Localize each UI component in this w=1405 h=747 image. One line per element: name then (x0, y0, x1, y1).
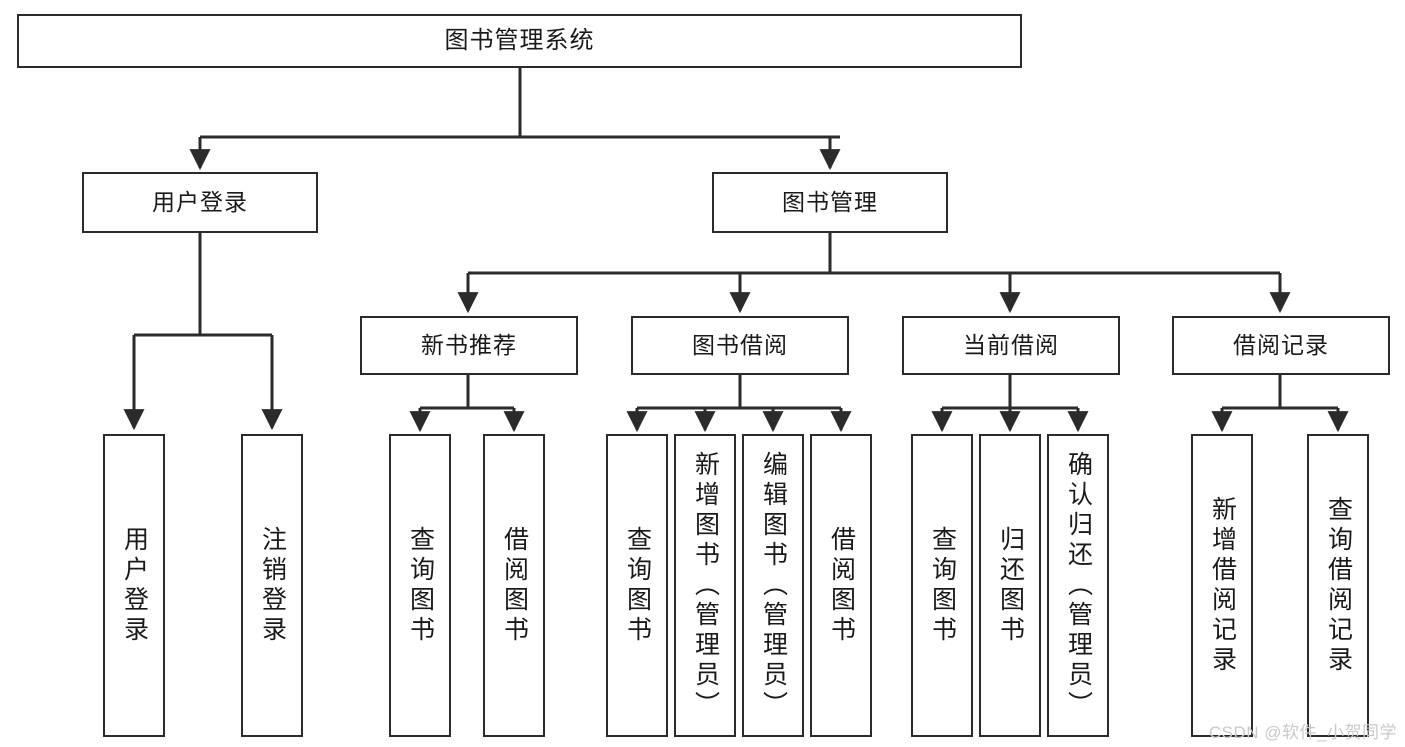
leaf-borrow-borrow-book[interactable]: 借阅图书 (810, 434, 872, 737)
leaf-borrow-query-book[interactable]: 查询图书 (606, 434, 668, 737)
node-label: 用户登录 (152, 189, 248, 216)
node-label: 查询图书 (928, 525, 957, 646)
node-label: 当前借阅 (963, 332, 1059, 359)
leaf-user-login-login[interactable]: 用户登录 (103, 434, 165, 737)
node-label: 借阅图书 (827, 525, 856, 646)
node-label: 查询图书 (406, 525, 435, 646)
node-root-system[interactable]: 图书管理系统 (17, 14, 1022, 68)
leaf-record-query-record[interactable]: 查询借阅记录 (1307, 434, 1369, 737)
node-borrow-record[interactable]: 借阅记录 (1172, 316, 1390, 375)
node-current-borrow[interactable]: 当前借阅 (902, 316, 1120, 375)
node-label: 新增借阅记录 (1208, 495, 1237, 676)
node-label: 图书管理系统 (444, 27, 595, 55)
node-label: 用户登录 (120, 525, 149, 646)
node-label: 注销登录 (258, 525, 287, 646)
node-label: 图书管理 (782, 189, 878, 216)
leaf-current-query-book[interactable]: 查询图书 (911, 434, 973, 737)
node-user-login[interactable]: 用户登录 (82, 172, 318, 233)
leaf-recommend-borrow-book[interactable]: 借阅图书 (483, 434, 545, 737)
node-label: 图书借阅 (692, 332, 788, 359)
leaf-user-login-logout[interactable]: 注销登录 (241, 434, 303, 737)
node-label: 归还图书 (996, 525, 1025, 646)
leaf-recommend-query-book[interactable]: 查询图书 (389, 434, 451, 737)
leaf-current-return-book[interactable]: 归还图书 (979, 434, 1041, 737)
node-label: 新增图书（管理员） (691, 450, 720, 721)
node-label: 借阅记录 (1233, 332, 1329, 359)
node-label: 查询图书 (623, 525, 652, 646)
node-new-book-recommend[interactable]: 新书推荐 (360, 316, 578, 375)
node-label: 新书推荐 (421, 332, 517, 359)
leaf-borrow-add-book-admin[interactable]: 新增图书（管理员） (674, 434, 736, 737)
node-label: 借阅图书 (500, 525, 529, 646)
node-label: 查询借阅记录 (1324, 495, 1353, 676)
node-label: 编辑图书（管理员） (759, 450, 788, 721)
leaf-current-confirm-return-admin[interactable]: 确认归还（管理员） (1047, 434, 1109, 737)
node-label: 确认归还（管理员） (1064, 450, 1093, 721)
leaf-borrow-edit-book-admin[interactable]: 编辑图书（管理员） (742, 434, 804, 737)
node-book-borrow[interactable]: 图书借阅 (631, 316, 849, 375)
node-book-management[interactable]: 图书管理 (712, 172, 948, 233)
leaf-record-add-record[interactable]: 新增借阅记录 (1191, 434, 1253, 737)
